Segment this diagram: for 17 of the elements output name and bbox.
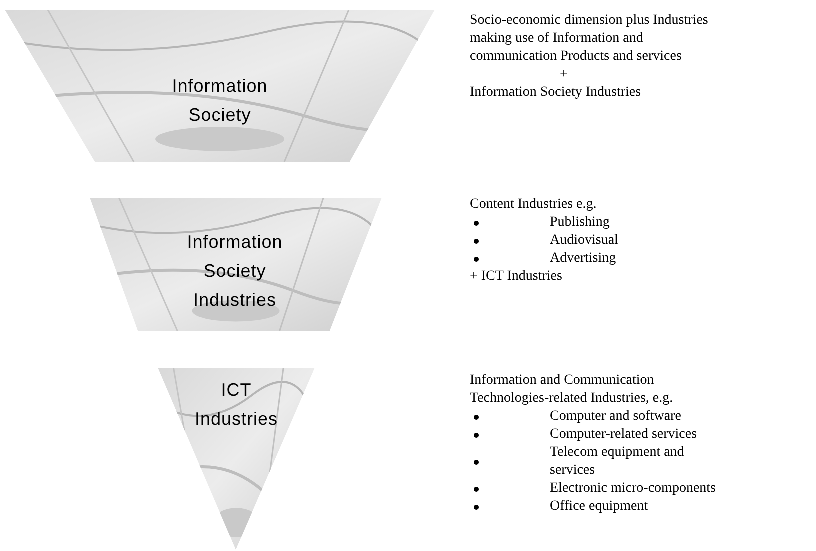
description-text: Information Society Industries [470,84,642,102]
description-text: Computer and software [550,408,682,426]
node-label: Information Society Industries [186,231,284,312]
description-text: Audiovisual [550,232,618,250]
description-text: + ICT Industries [470,268,562,286]
node-label: Information Society [171,75,269,127]
description-text: Advertising [550,250,616,268]
description-text: Telecom equipment and services [550,444,686,480]
description-text: Office equipment [550,498,648,516]
description-text: Computer-related services [550,426,698,444]
node-label: ICT Industries [194,379,280,431]
description-text: Content Industries e.g. [470,196,597,214]
description-text: + [560,66,568,84]
description-text: Information and Communication Technologies-related Industries, e.g. [470,372,674,408]
description-text: Electronic micro-components [550,480,716,498]
description-text: Publishing [550,214,610,232]
description-text: Socio-economic dimension plus Industries making use of Information and communication Products and services [470,12,710,66]
